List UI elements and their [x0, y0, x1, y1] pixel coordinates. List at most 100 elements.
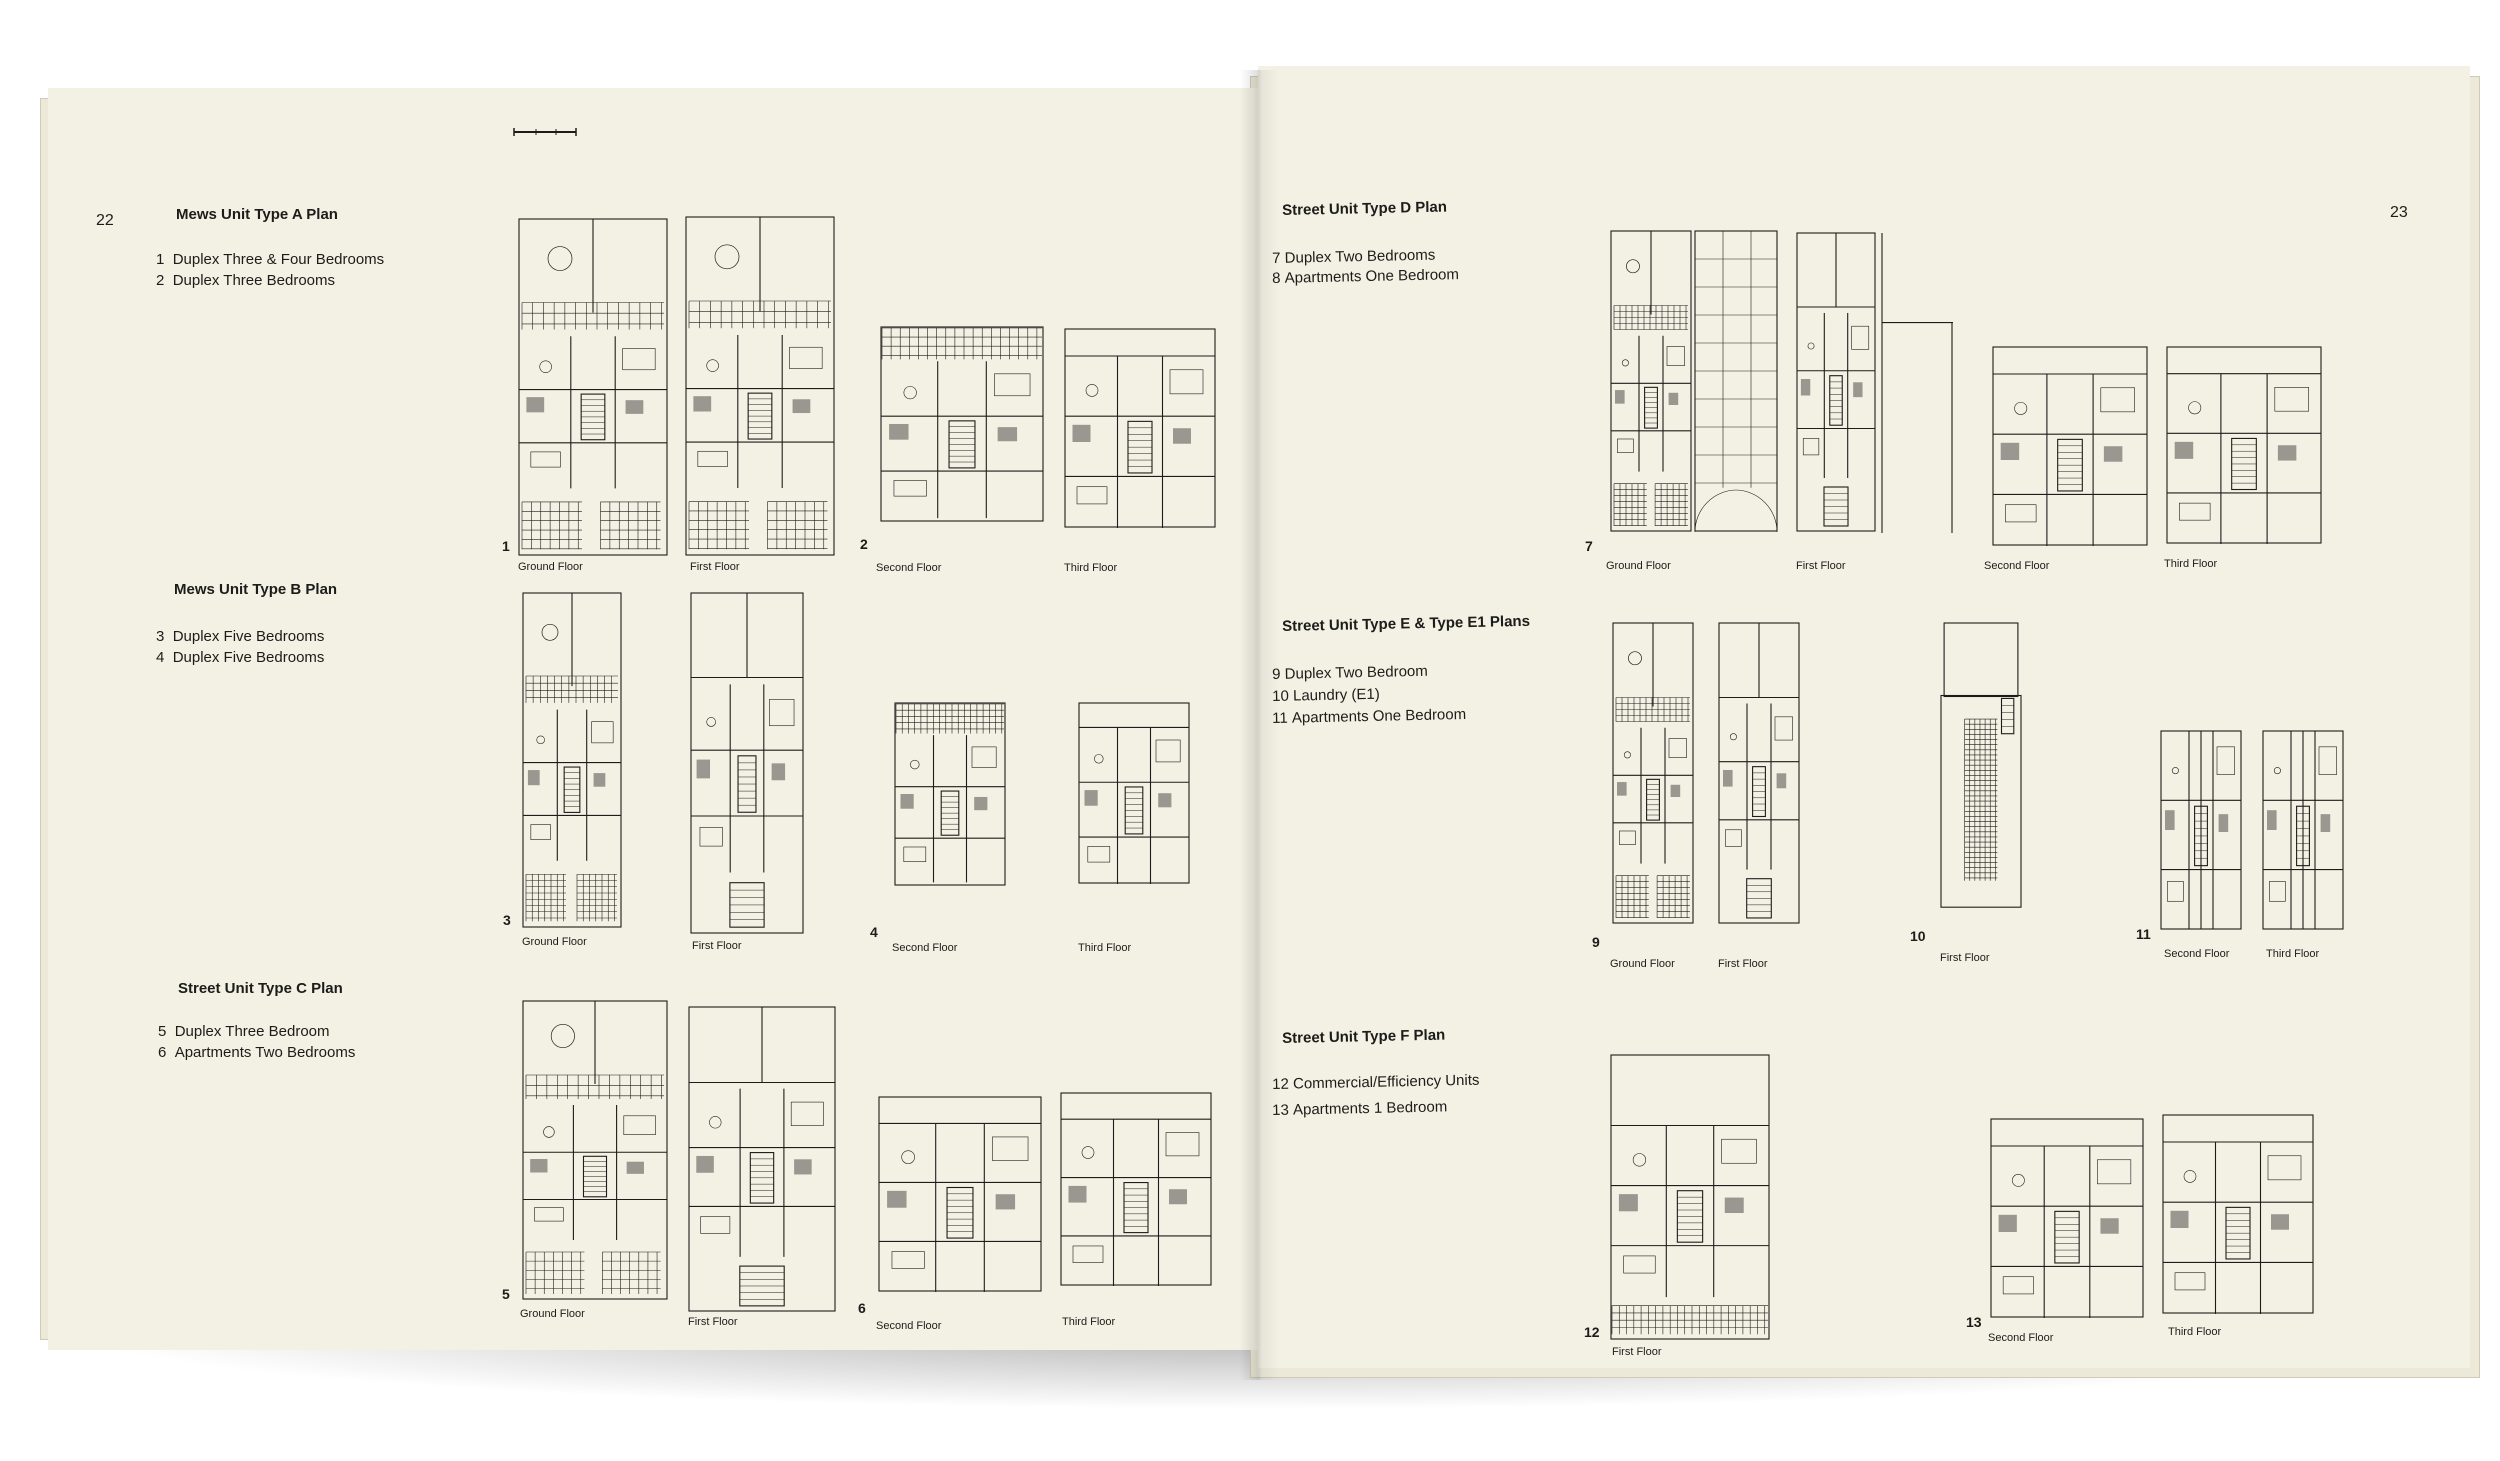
floor-plan [878, 1096, 1042, 1292]
plan-drawing-icon [878, 1096, 1042, 1292]
plan-number: 11 [2136, 926, 2151, 942]
list-item-number: 1 [156, 251, 165, 268]
plan-number: 2 [860, 536, 868, 552]
list-item-text: Duplex Five Bedrooms [172, 649, 325, 666]
floor-caption: Third Floor [2164, 558, 2218, 570]
floor-plan [522, 592, 622, 928]
floor-plan [1060, 1092, 1212, 1286]
list-item-number: 11 [1272, 709, 1288, 727]
floor-plan [1610, 1054, 1770, 1340]
list-item-number: 6 [158, 1044, 167, 1061]
floor-plan [1718, 622, 1800, 924]
list-item-number: 8 [1272, 269, 1281, 287]
plan-number: 3 [503, 912, 511, 928]
plan-drawing-icon [1612, 622, 1694, 924]
floor-plan [2160, 730, 2242, 930]
floor-caption: Second Floor [1988, 1332, 2054, 1344]
floor-plan [1990, 1118, 2144, 1318]
floor-caption: Ground Floor [1610, 958, 1675, 970]
plan-drawing-icon [518, 218, 668, 556]
list-item-text: Duplex Three Bedroom [174, 1023, 330, 1040]
plan-drawing-icon [1064, 328, 1216, 528]
plan-drawing-icon [688, 1006, 836, 1312]
right-page [1258, 66, 2470, 1368]
floor-plan [894, 702, 1006, 886]
plan-number: 4 [870, 924, 878, 940]
floor-caption: Third Floor [1078, 942, 1132, 954]
list-item-text: Duplex Two Bedrooms [1284, 246, 1436, 267]
list-item: 10 Laundry (E1) [1272, 686, 1380, 705]
floor-caption: First Floor [1612, 1346, 1662, 1358]
section-heading: Mews Unit Type B Plan [174, 581, 338, 598]
floor-caption: Ground Floor [522, 936, 587, 948]
scale-bar-icon [513, 128, 577, 136]
list-item-number: 13 [1272, 1101, 1290, 1119]
list-item-number: 4 [156, 649, 165, 666]
floor-plan [1940, 622, 2022, 916]
floor-plan [1992, 346, 2148, 546]
plan-drawing-icon [1718, 622, 1800, 924]
plan-drawing-icon [685, 216, 835, 556]
floor-caption: First Floor [1796, 560, 1846, 572]
floor-caption: First Floor [1940, 952, 1990, 964]
floor-plan [1610, 230, 1692, 532]
plan-number: 9 [1592, 934, 1600, 950]
floor-caption: Ground Floor [1606, 560, 1671, 572]
list-item-text: Duplex Five Bedrooms [172, 628, 325, 645]
plan-number: 1 [502, 538, 510, 554]
floor-plan [1694, 230, 1778, 532]
plan-drawing-icon [2166, 346, 2322, 544]
plan-drawing-icon [1694, 230, 1778, 532]
list-item-number: 7 [1272, 249, 1281, 267]
floor-plan [1078, 702, 1190, 884]
section-heading: Street Unit Type D Plan [1282, 198, 1448, 219]
plan-number: 6 [858, 1300, 866, 1316]
plan-drawing-icon [2160, 730, 2242, 930]
page-number-left: 22 [96, 212, 114, 229]
plan-drawing-icon [1881, 233, 1953, 533]
section-heading: Street Unit Type C Plan [178, 980, 343, 997]
left-page [48, 88, 1260, 1350]
floor-plan [1880, 232, 1954, 534]
plan-drawing-icon [894, 702, 1006, 886]
plan-drawing-icon [1610, 1054, 1770, 1340]
floor-caption: Ground Floor [520, 1308, 585, 1320]
list-item-text: Duplex Two Bedroom [1284, 662, 1428, 683]
plan-number: 13 [1966, 1314, 1982, 1330]
plan-drawing-icon [522, 592, 622, 928]
plan-drawing-icon [1078, 702, 1190, 884]
floor-plan [1796, 232, 1876, 532]
floor-plan [2262, 730, 2344, 930]
floor-plan [1064, 328, 1216, 528]
plan-number: 5 [502, 1286, 510, 1302]
plan-drawing-icon [2262, 730, 2344, 930]
plan-drawing-icon [1990, 1118, 2144, 1318]
floor-caption: Third Floor [1064, 562, 1118, 574]
floor-caption: Second Floor [892, 942, 958, 954]
list-item: 7 Duplex Two Bedrooms [1272, 247, 1435, 267]
list-item-number: 5 [158, 1023, 167, 1040]
floor-plan [688, 1006, 836, 1312]
plan-drawing-icon [2162, 1114, 2314, 1314]
plan-drawing-icon [1610, 230, 1692, 532]
list-item-number: 3 [156, 628, 165, 645]
list-item-number: 12 [1272, 1075, 1290, 1093]
list-item-text: Duplex Three Bedrooms [172, 272, 335, 289]
plan-drawing-icon [880, 326, 1044, 522]
list-item-text: Apartments One Bedroom [1284, 266, 1460, 287]
page-number-right: 23 [2390, 204, 2408, 221]
floor-caption: First Floor [1718, 958, 1768, 970]
list-item-text: Duplex Three & Four Bedrooms [172, 251, 385, 268]
plan-drawing-icon [522, 1000, 668, 1300]
floor-plan [1612, 622, 1694, 924]
section-heading: Mews Unit Type A Plan [176, 206, 338, 223]
list-item: 3 Duplex Five Bedrooms [156, 628, 324, 645]
plan-drawing-icon [1992, 346, 2148, 546]
floor-plan [518, 218, 668, 556]
floor-caption: Second Floor [876, 562, 942, 574]
floor-caption: Third Floor [2168, 1326, 2222, 1338]
floor-caption: Ground Floor [518, 561, 583, 573]
plan-drawing-icon [1940, 622, 2022, 908]
list-item-text: Laundry (E1) [1292, 685, 1380, 705]
floor-caption: Second Floor [876, 1320, 942, 1332]
